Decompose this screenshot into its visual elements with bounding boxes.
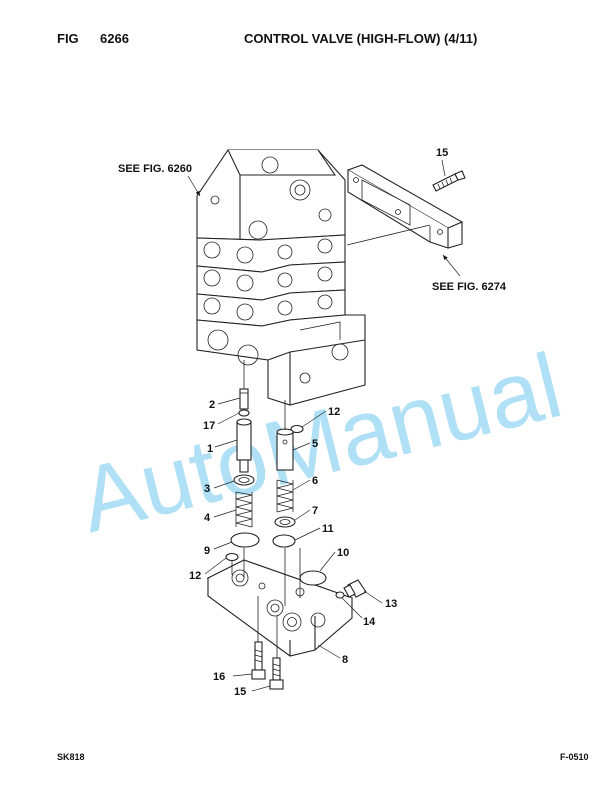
bolt-16 xyxy=(251,641,266,680)
callout-12-lower: 12 xyxy=(189,570,201,582)
callout-7: 7 xyxy=(312,505,318,517)
callout-15-bottom: 15 xyxy=(234,686,246,698)
o-ring-10 xyxy=(299,570,327,586)
callout-9: 9 xyxy=(204,545,210,557)
callout-15-top: 15 xyxy=(436,147,448,159)
callout-11: 11 xyxy=(322,523,334,535)
leader-lines xyxy=(204,159,446,692)
cover-plate xyxy=(206,559,354,657)
bolt-15-bottom xyxy=(269,657,284,690)
page-title: CONTROL VALVE (HIGH-FLOW) (4/11) xyxy=(244,31,478,46)
reference-fig-6260: SEE FIG. 6260 xyxy=(118,163,192,175)
callout-8: 8 xyxy=(342,654,348,666)
callouts: 15 2 17 1 12 5 3 6 4 7 9 11 10 12 13 14 … xyxy=(189,147,448,698)
callout-1: 1 xyxy=(207,443,213,455)
fitting-13 xyxy=(343,579,367,598)
bolt-15-top xyxy=(432,170,466,192)
reference-fig-6274: SEE FIG. 6274 xyxy=(432,281,507,293)
ring-14 xyxy=(335,591,345,599)
callout-2: 2 xyxy=(209,399,215,411)
callout-14: 14 xyxy=(363,616,376,628)
left-spool-stack xyxy=(230,388,260,548)
callout-16: 16 xyxy=(213,671,225,683)
callout-6: 6 xyxy=(312,475,318,487)
callout-3: 3 xyxy=(204,483,210,495)
footer-code: F-0510 xyxy=(560,752,589,762)
callout-5: 5 xyxy=(312,438,318,450)
callout-4: 4 xyxy=(204,512,211,524)
valve-block-stack xyxy=(196,149,366,406)
callout-10: 10 xyxy=(337,547,349,559)
o-ring-12-lower xyxy=(225,552,239,562)
footer-model: SK818 xyxy=(57,752,85,762)
figure-label: FIG xyxy=(57,31,79,46)
figure-number: 6266 xyxy=(100,31,129,46)
callout-17: 17 xyxy=(203,420,215,432)
callout-13: 13 xyxy=(385,598,397,610)
side-plate xyxy=(346,164,464,249)
callout-12-upper: 12 xyxy=(328,406,340,418)
